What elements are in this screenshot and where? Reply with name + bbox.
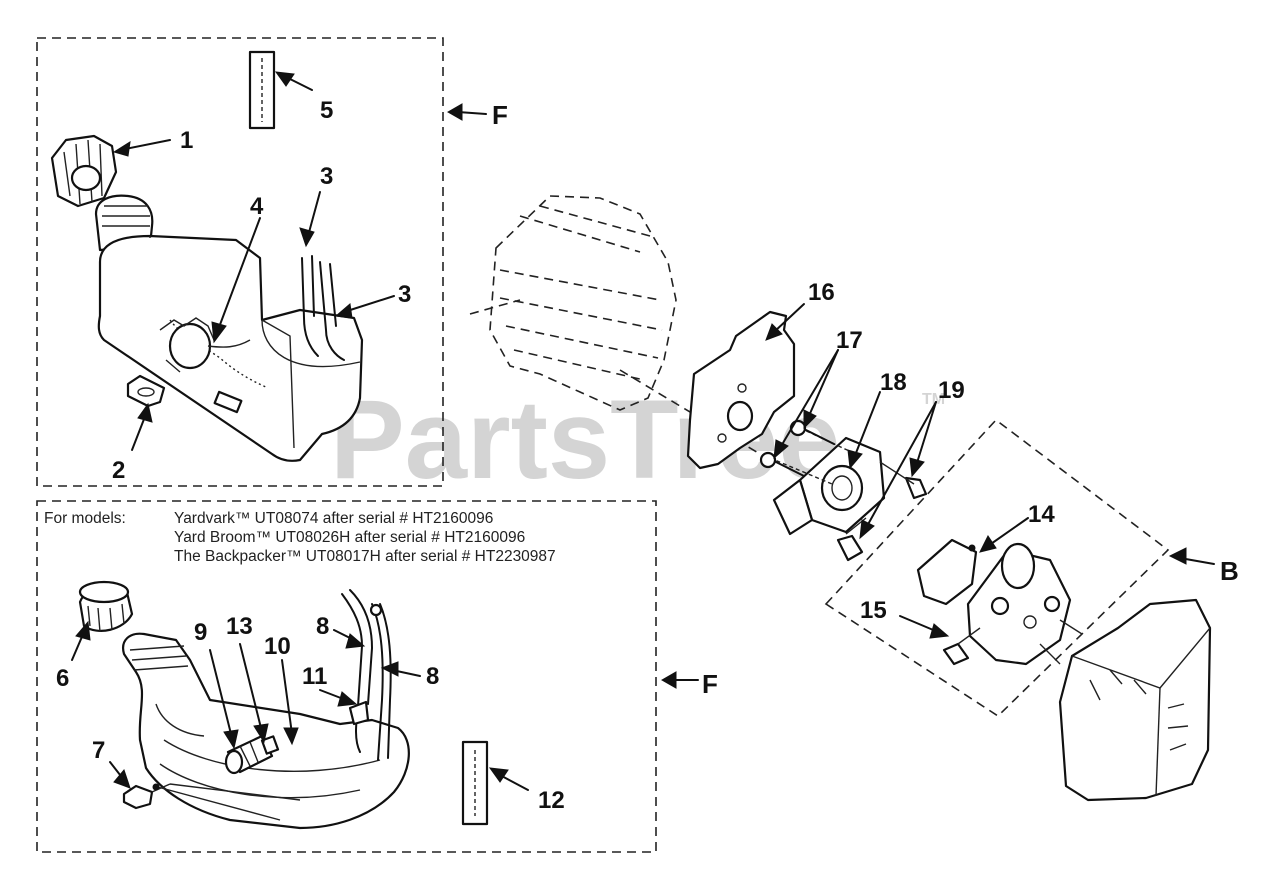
- bottom-fuel-tank-panel: For models: Yardvark™ UT08074 after seri…: [36, 500, 718, 853]
- group-letter-f-top: F: [492, 100, 508, 130]
- part-7-grommet: [122, 783, 301, 821]
- part-5-label-strip: [248, 50, 276, 130]
- models-note-line-2: Yard Broom™ UT08026H after serial # HT21…: [174, 529, 525, 546]
- callout-12: 12: [538, 787, 565, 814]
- callout-16: 16: [808, 279, 835, 306]
- callout-14: 14: [1028, 501, 1055, 528]
- assembly-b-border: [824, 418, 1170, 718]
- callout-19: 19: [938, 377, 965, 404]
- bottom-panel-arrows: [71, 620, 699, 791]
- callout-17: 17: [836, 327, 863, 354]
- callout-4: 4: [250, 193, 264, 220]
- part-1-fuel-cap: [50, 134, 118, 208]
- carburetor-assembly: 16 17 18 19 14 15 B: [469, 195, 1239, 802]
- part-16-gasket: [686, 310, 796, 470]
- callout-15: 15: [860, 597, 887, 624]
- callout-9: 9: [194, 619, 207, 646]
- part-4-fuel-filter: [159, 317, 251, 373]
- top-panel-arrows: [112, 71, 487, 451]
- part-8-fuel-lines: [341, 589, 392, 761]
- group-letter-f-bottom: F: [702, 669, 718, 699]
- part-14-carburetor: [916, 538, 1083, 666]
- watermark-trademark: TM: [922, 391, 945, 408]
- callout-11: 11: [302, 663, 327, 690]
- top-panel-border: [36, 37, 444, 487]
- models-note-prefix: For models:: [44, 510, 126, 527]
- callout-8-lower: 8: [426, 663, 439, 690]
- air-filter-housing: [1058, 598, 1212, 802]
- part-2-grommet: [126, 374, 166, 408]
- callout-8-upper: 8: [316, 613, 329, 640]
- callout-3-upper: 3: [320, 163, 333, 190]
- part-9-fuel-filter: [224, 734, 274, 775]
- bottom-panel-border: [36, 500, 657, 853]
- part-11-clamp: [348, 700, 370, 726]
- carb-assembly-arrows: [765, 303, 1215, 639]
- callout-10: 10: [264, 633, 291, 660]
- part-fuel-tank-body: [97, 234, 364, 462]
- models-note-line-1: Yardvark™ UT08074 after serial # HT21600…: [174, 510, 493, 527]
- callout-2: 2: [112, 457, 125, 484]
- group-letter-b: B: [1220, 556, 1239, 586]
- callout-7: 7: [92, 737, 105, 764]
- part-3-fuel-lines: [301, 255, 345, 361]
- part-18-spacer: [772, 436, 886, 536]
- callout-6: 6: [56, 665, 69, 692]
- callout-5: 5: [320, 97, 333, 124]
- part-6-fuel-cap: [78, 580, 134, 633]
- callout-1: 1: [180, 127, 193, 154]
- part-15-pin: [942, 627, 981, 666]
- part-13-fitting: [260, 735, 280, 755]
- models-note-line-3: The Backpacker™ UT08017H after serial # …: [174, 548, 556, 565]
- callout-13: 13: [226, 613, 253, 640]
- part-12-label-strip: [461, 740, 489, 826]
- callout-18: 18: [880, 369, 907, 396]
- top-fuel-tank-panel: 1 2 3 3 4 5 F: [36, 37, 508, 487]
- callout-3-lower: 3: [398, 281, 411, 308]
